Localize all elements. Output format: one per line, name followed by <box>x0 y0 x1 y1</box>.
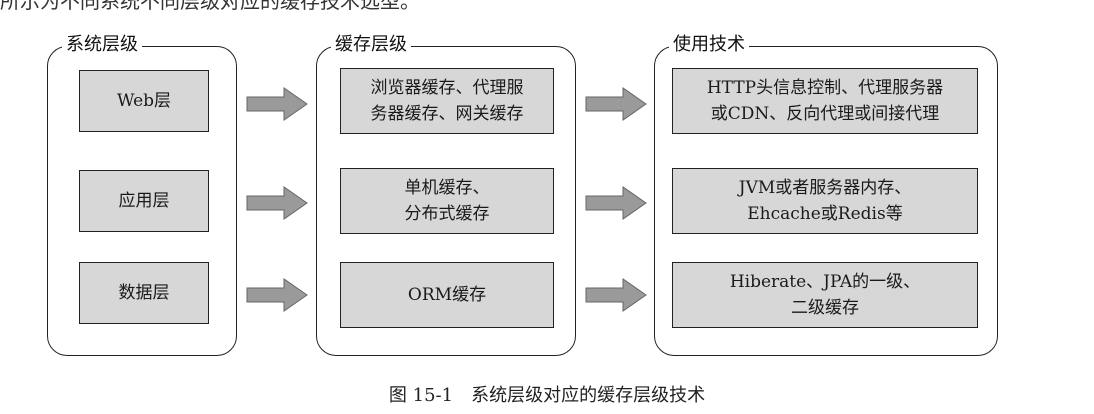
tech-data-line1: Hiberate、JPA的一级、 <box>729 272 921 292</box>
app-layer-box: 应用层 <box>79 170 209 232</box>
cache-box-data: ORM缓存 <box>340 262 554 328</box>
arrow-right-icon <box>246 278 308 312</box>
arrow-right-icon <box>246 186 308 220</box>
tech-box-web: HTTP头信息控制、代理服务器 或CDN、反向代理或间接代理 <box>672 68 978 134</box>
cache-web-line1: 浏览器缓存、代理服 <box>370 78 524 98</box>
data-layer-label: 数据层 <box>118 283 170 303</box>
arrow-right-icon <box>246 87 308 121</box>
tech-title: 使用技术 <box>669 33 749 57</box>
tech-data-line2: 二级缓存 <box>791 298 859 318</box>
figure-caption: 图 15-1 系统层级对应的缓存层级技术 <box>388 385 706 406</box>
tech-app-line2: Ehcache或Redis等 <box>747 204 903 224</box>
cache-box-web: 浏览器缓存、代理服 务器缓存、网关缓存 <box>340 68 554 134</box>
cache-data-line1: ORM缓存 <box>407 285 487 305</box>
web-layer-box: Web层 <box>79 70 209 132</box>
tech-app-line1: JVM或者服务器内存、 <box>738 178 912 198</box>
data-layer-box: 数据层 <box>79 262 209 324</box>
tech-web-line2: 或CDN、反向代理或间接代理 <box>710 104 940 124</box>
top-text-fragment: 所示为不同系统不同层级对应的缓存技术选型。 <box>0 0 420 13</box>
cache-app-line1: 单机缓存、 <box>404 178 490 198</box>
web-layer-label: Web层 <box>116 91 172 111</box>
system-level-title: 系统层级 <box>62 33 142 57</box>
cache-app-line2: 分布式缓存 <box>404 204 490 224</box>
arrow-right-icon <box>585 87 647 121</box>
arrow-right-icon <box>585 278 647 312</box>
app-layer-label: 应用层 <box>118 191 170 211</box>
cache-level-title: 缓存层级 <box>331 33 411 57</box>
arrow-right-icon <box>585 186 647 220</box>
tech-box-app: JVM或者服务器内存、 Ehcache或Redis等 <box>672 168 978 234</box>
tech-box-data: Hiberate、JPA的一级、 二级缓存 <box>672 262 978 328</box>
tech-web-line1: HTTP头信息控制、代理服务器 <box>706 78 944 98</box>
cache-box-app: 单机缓存、 分布式缓存 <box>340 168 554 234</box>
cache-web-line2: 务器缓存、网关缓存 <box>370 104 524 124</box>
